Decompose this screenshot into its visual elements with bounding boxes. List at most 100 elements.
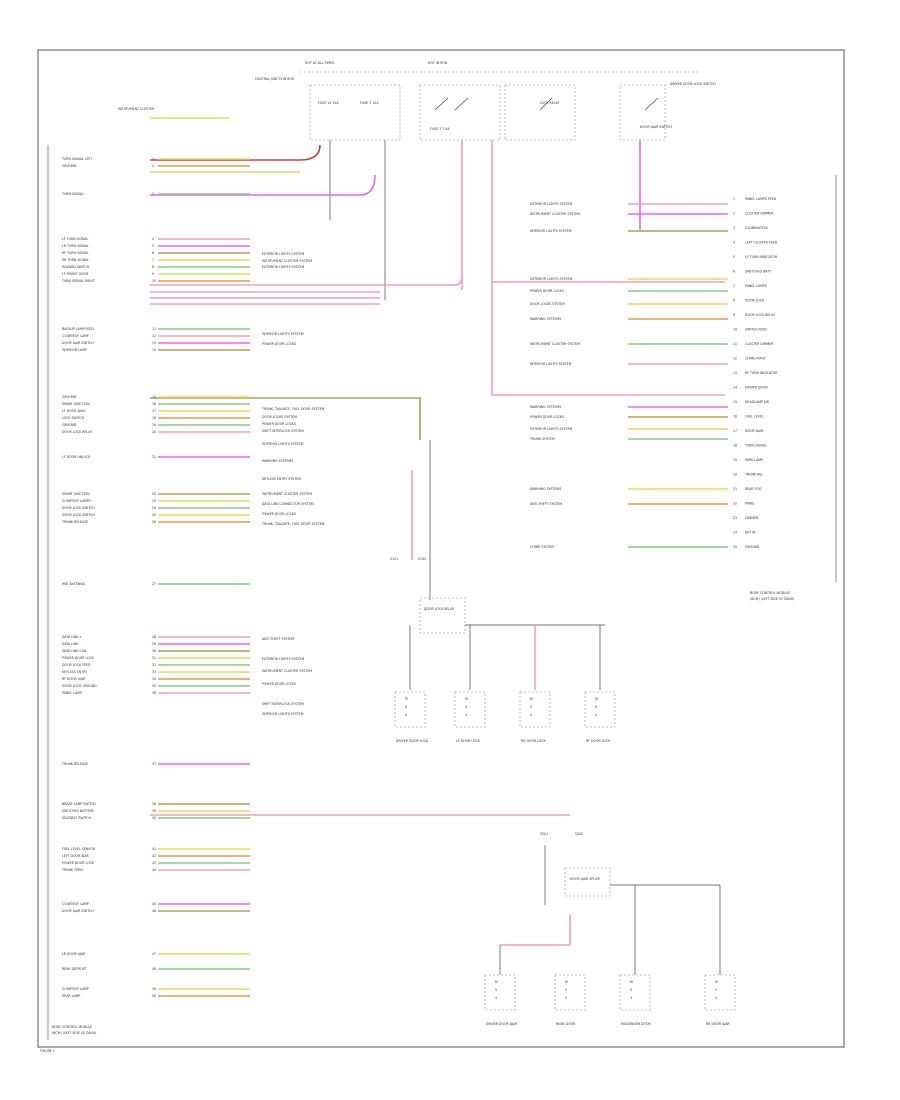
right-connector-label: KEY IN (745, 531, 756, 535)
right-pin-number: 19 (733, 458, 737, 462)
left-destination-label: POWER DOOR LOCKS (262, 422, 296, 426)
right-pin-number: 20 (733, 473, 737, 477)
right-pin-number: 21 (733, 487, 737, 491)
left-pin-number: 10 (152, 279, 156, 283)
wire-turn-left (150, 144, 321, 161)
left-destination-label: TRUNK, TAILGATE, FUEL DOOR SYSTEM (261, 522, 325, 526)
left-connector-label: POWER DOOR LOCK (62, 861, 95, 865)
left-connector-label: COURTESY LAMPS (62, 499, 91, 503)
bottom-component-pin: 4 (630, 996, 632, 1000)
left-pin-number: 8 (152, 265, 154, 269)
left-pin-number: 41 (152, 847, 156, 851)
left-pin-number: 27 (152, 582, 156, 586)
left-connector-label: RR TURN SIGNAL (62, 258, 89, 262)
right-source-label: WARNING SYSTEMS (530, 487, 561, 491)
left-connector-label: COURTESY LAMP (62, 334, 89, 338)
left-pin-number: 1 (152, 157, 154, 161)
left-connector-label: REAR DEFROST (62, 967, 87, 971)
bottom-component-pin: 4 (715, 996, 717, 1000)
right-pin-number: 17 (733, 429, 737, 433)
right-pin-number: 18 (733, 444, 737, 448)
left-connector-label: TURN SIGNAL (61, 192, 84, 196)
left-connector-label: DOOR AJAR SWITCH (62, 909, 94, 913)
left-pin-number: 42 (152, 854, 156, 858)
left-connector-label: BACKUP LAMP FEED (62, 327, 94, 331)
left-pin-number: 24 (152, 506, 156, 510)
fuse-a-label: FUSE 12 15A (318, 101, 339, 105)
right-connector-label: HEADLAMP SW (745, 400, 770, 404)
bottom-component-label: RR DOOR AJAR (706, 1022, 730, 1026)
left-destination-label: WARNING SYSTEMS (262, 459, 293, 463)
left-connector-label: DOOR AJAR SWITCH (62, 341, 94, 345)
fuse-b-label: FUSE 3 10A (360, 101, 379, 105)
left-connector-label: DOOR LOCK RELAY (62, 430, 92, 434)
left-pin-number: 45 (152, 902, 156, 906)
left-connector-label: DOOR LOCK FEED (62, 663, 91, 667)
left-pin-number: 33 (152, 670, 156, 674)
left-connector-label: GROUND (62, 395, 77, 399)
door-lock-relay-module (419, 597, 466, 634)
left-destination-label: INSTRUMENT CLUSTER SYSTEM (262, 669, 312, 673)
door-lock-relay-label: DOOR LOCK RELAY (424, 607, 454, 611)
left-connector-label: TURN SIGNAL RIGHT (61, 279, 95, 283)
left-connector-label: TURN SIGNAL LEFT (61, 157, 92, 161)
figure-label: FIGURE 1 (40, 1049, 55, 1053)
left-connector-label: RKE ANTENNA (62, 582, 86, 586)
bottom-component-label: REAR DOOR (556, 1022, 576, 1026)
right-connector-label: FUEL LEVEL (745, 415, 764, 419)
left-pin-number: 21 (152, 455, 156, 459)
bottom-component-label: DRIVER DOOR AJAR (486, 1022, 518, 1026)
middle-component-pin: 5 (595, 705, 597, 709)
right-connector-label: TRUNK REL (744, 473, 763, 477)
left-pin-number: 19 (152, 423, 156, 427)
door-ajar-splice-label: DOOR AJAR SPLICE (570, 877, 600, 881)
right-connector-label: CHIME INPUT (745, 357, 766, 361)
left-pin-number: 38 (152, 802, 156, 806)
middle-component-pin: M (405, 697, 408, 701)
bottom-component-box (484, 974, 516, 1011)
right-connector-label: DOOR LOCK RELAY (745, 313, 775, 317)
left-pin-number: 50 (152, 994, 156, 998)
left-module-title-2: (BCM) (LEFT SIDE OF DASH) (52, 1031, 96, 1035)
right-connector-label: ILLUMINATION (745, 226, 768, 230)
right-connector-label: DOOR AJAR (745, 429, 764, 433)
right-connector-label: DRIVER DOOR (745, 386, 769, 390)
relay-box (504, 84, 576, 141)
right-pin-number: 9 (733, 313, 735, 317)
right-connector-label: SWITCHED BATT (745, 270, 771, 274)
middle-component-box (519, 691, 551, 728)
left-connector-label: INTERIOR LAMP (62, 348, 87, 352)
left-pin-number: 20 (152, 430, 156, 434)
right-source-label: INTERIOR LIGHTS SYSTEM (530, 362, 572, 366)
left-pin-number: 30 (152, 649, 156, 653)
right-source-label: TRUNK SYSTEM (529, 437, 555, 441)
middle-component-pin: M (595, 697, 598, 701)
left-pin-number: 3 (152, 192, 154, 196)
right-source-label: EXTERIOR LIGHTS SYSTEM (530, 277, 573, 281)
left-pin-number: 34 (152, 677, 156, 681)
left-connector-label: HAZARD SWITCH (62, 265, 90, 269)
right-module-title-1: BODY CONTROL MODULE (750, 591, 790, 595)
right-pin-number: 22 (733, 502, 737, 506)
left-connector-label: LOCK SWITCH (62, 416, 85, 420)
right-pin-number: 14 (733, 386, 737, 390)
right-source-label: INSTRUMENT CLUSTER SYSTEM (530, 212, 580, 216)
right-connector-label: RF TURN INDICATOR (745, 371, 778, 375)
left-destination-label: POWER DOOR LOCKS (262, 512, 296, 516)
left-connector-label: PANEL LAMP (62, 691, 82, 695)
bottom-component-pin: M (630, 980, 633, 984)
bottom-component-pin: 5 (630, 988, 632, 992)
left-connector-label: LF TURN SIGNAL (62, 237, 89, 241)
left-connector-label: SEATBELT SWITCH (62, 816, 92, 820)
right-module-title-2: (BCM) (LEFT SIDE OF DASH) (750, 597, 794, 601)
middle-component-label: RR DOOR LOCK (521, 739, 547, 743)
middle-component-pin: 4 (595, 713, 597, 717)
right-pin-number: 12 (733, 357, 737, 361)
right-pin-number: 11 (733, 342, 737, 346)
wire-turn-signal (150, 174, 376, 196)
left-pin-number: 37 (152, 762, 156, 766)
left-pin-number: 16 (152, 402, 156, 406)
bottom-component-pin: 4 (565, 996, 567, 1000)
